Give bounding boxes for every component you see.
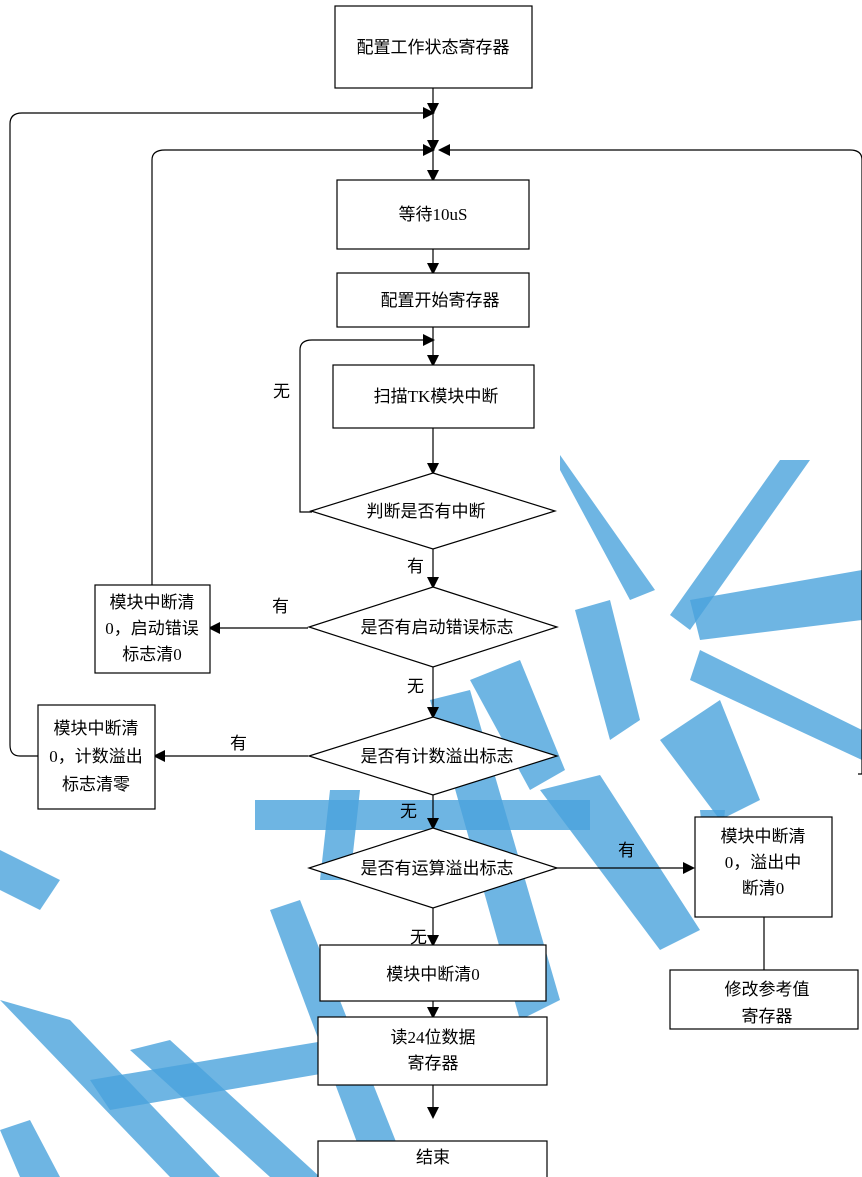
node-clear-start-error: 模块中断清 0，启动错误 标志清0 — [94, 584, 211, 674]
svg-text:模块中断清: 模块中断清 — [54, 719, 139, 738]
svg-text:标志清零: 标志清零 — [62, 775, 130, 794]
edge-labels: 无 有 有 无 有 无 有 无 — [230, 382, 635, 947]
node-clear-module: 模块中断清0 — [319, 944, 547, 1002]
label-no-interrupt: 无 — [273, 382, 290, 401]
svg-text:读24位数据: 读24位数据 — [391, 1028, 476, 1047]
loop-start-error-back — [151, 144, 435, 585]
label-has-start-error: 有 — [272, 597, 289, 616]
decision-judge-interrupt: 判断是否有中断 — [308, 472, 558, 550]
svg-text:是否有运算溢出标志: 是否有运算溢出标志 — [361, 859, 514, 878]
node-scan: 扫描TK模块中断 — [332, 364, 535, 429]
svg-text:寄存器: 寄存器 — [408, 1054, 459, 1073]
label-has-count-overflow: 有 — [230, 734, 247, 753]
node-wait: 等待10uS — [336, 179, 530, 250]
svg-text:模块中断清0: 模块中断清0 — [386, 965, 480, 984]
loop-no-interrupt — [299, 334, 435, 513]
svg-text:是否有启动错误标志: 是否有启动错误标志 — [361, 618, 514, 637]
svg-text:0，溢出中: 0，溢出中 — [725, 853, 802, 872]
node-read-data: 读24位数据 寄存器 — [317, 1016, 548, 1086]
loop-count-back — [9, 107, 435, 757]
node-clear-overflow-interrupt: 模块中断清 0，溢出中 断清0 — [694, 816, 833, 918]
decision-count-overflow: 是否有计数溢出标志 — [307, 716, 559, 796]
decision-start-error: 是否有启动错误标志 — [307, 586, 559, 668]
svg-text:标志清0: 标志清0 — [122, 645, 182, 664]
svg-text:配置开始寄存器: 配置开始寄存器 — [381, 291, 500, 310]
svg-text:0，计数溢出: 0，计数溢出 — [49, 747, 143, 766]
decision-calc-overflow: 是否有运算溢出标志 — [307, 827, 559, 909]
svg-text:结束: 结束 — [416, 1148, 450, 1167]
svg-text:等待10uS: 等待10uS — [399, 205, 468, 224]
node-config-work: 配置工作状态寄存器 — [334, 5, 533, 89]
node-clear-count-overflow: 模块中断清 0，计数溢出 标志清零 — [37, 704, 156, 810]
svg-text:寄存器: 寄存器 — [742, 1007, 793, 1026]
svg-text:配置工作状态寄存器: 配置工作状态寄存器 — [357, 38, 510, 57]
label-no-start-error: 无 — [407, 677, 424, 696]
node-config-start: 配置开始寄存器 — [336, 272, 530, 328]
svg-text:判断是否有中断: 判断是否有中断 — [367, 502, 486, 521]
svg-text:0，启动错误: 0，启动错误 — [105, 619, 199, 638]
label-no-count-overflow: 无 — [400, 802, 417, 821]
node-end: 结束 — [317, 1140, 548, 1177]
label-has-calc-overflow: 有 — [618, 841, 635, 860]
svg-text:修改参考值: 修改参考值 — [725, 980, 810, 999]
svg-text:扫描TK模块中断: 扫描TK模块中断 — [374, 387, 499, 406]
svg-text:是否有计数溢出标志: 是否有计数溢出标志 — [361, 747, 514, 766]
svg-text:断清0: 断清0 — [742, 879, 785, 898]
label-has-interrupt: 有 — [407, 557, 424, 576]
svg-text:模块中断清: 模块中断清 — [110, 593, 195, 612]
label-no-calc-overflow: 无 — [410, 928, 427, 947]
node-modify-ref: 修改参考值 寄存器 — [669, 969, 859, 1030]
svg-text:模块中断清: 模块中断清 — [721, 827, 806, 846]
